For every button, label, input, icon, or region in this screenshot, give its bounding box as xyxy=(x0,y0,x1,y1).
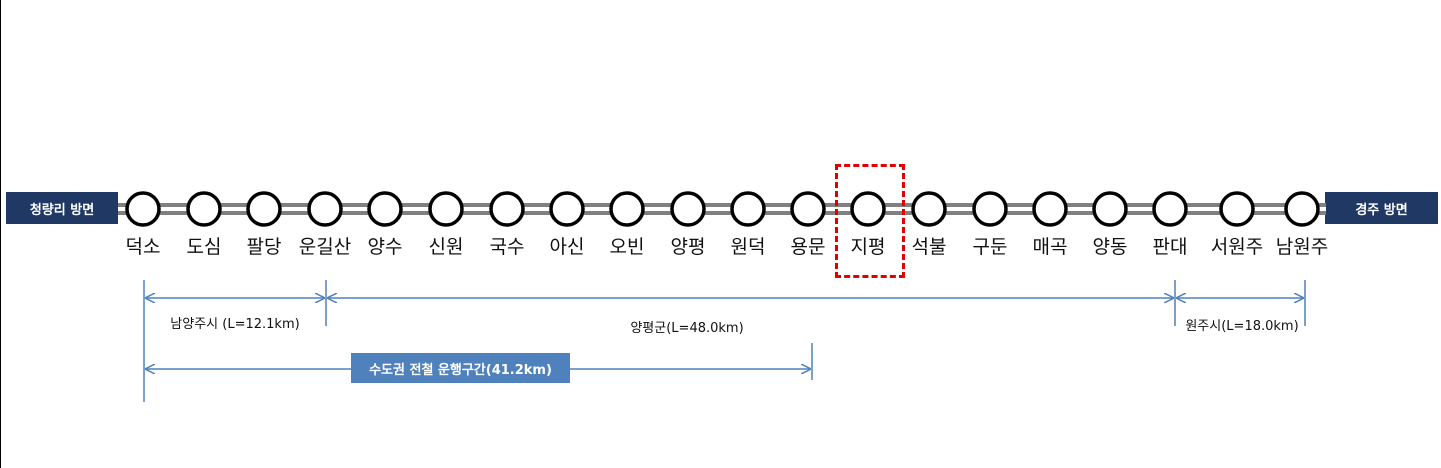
station-circle xyxy=(1152,191,1188,227)
station-circle xyxy=(307,191,343,227)
segment-label-yangpyeong: 양평군(L=48.0km) xyxy=(630,321,744,336)
station-circle xyxy=(1092,191,1128,227)
station-circle xyxy=(428,191,464,227)
station-label: 오빈 xyxy=(609,236,645,258)
station-circle xyxy=(972,191,1008,227)
station-label: 덕소 xyxy=(125,236,161,258)
station-label: 남원주 xyxy=(1275,236,1329,258)
direction-label-cheongnyangni: 청량리 방면 xyxy=(6,192,118,224)
station-label: 지평 xyxy=(850,236,886,258)
station-circle xyxy=(911,191,947,227)
highlight-jipyeong-box xyxy=(835,164,905,278)
station-circle xyxy=(186,191,222,227)
station-circle xyxy=(246,191,282,227)
left-border xyxy=(0,0,1,468)
station-circle xyxy=(730,191,766,227)
station-circle xyxy=(609,191,645,227)
station-circle xyxy=(850,191,886,227)
station-circle xyxy=(549,191,585,227)
station-markers xyxy=(125,191,1320,227)
station-circle xyxy=(125,191,161,227)
station-circle xyxy=(1219,191,1255,227)
station-label: 양수 xyxy=(367,236,403,258)
station-label: 매곡 xyxy=(1032,236,1068,258)
station-label: 신원 xyxy=(428,236,464,258)
station-label: 판대 xyxy=(1152,236,1188,258)
station-circle xyxy=(489,191,525,227)
station-label: 운길산 xyxy=(298,236,352,258)
station-label: 아신 xyxy=(549,236,585,258)
station-circle xyxy=(1284,191,1320,227)
track-center xyxy=(118,207,1326,211)
station-label: 팔당 xyxy=(246,236,282,258)
station-circle xyxy=(1032,191,1068,227)
segment-label-wonju: 원주시(L=18.0km) xyxy=(1185,319,1299,334)
station-circle xyxy=(367,191,403,227)
station-label: 원덕 xyxy=(730,236,766,258)
station-label: 양평 xyxy=(670,236,706,258)
station-label: 구둔 xyxy=(972,236,1008,258)
station-label: 석불 xyxy=(911,236,947,258)
direction-label-gyeongju: 경주 방면 xyxy=(1325,192,1438,224)
metro-section-callout: 수도권 전철 운행구간(41.2km) xyxy=(351,353,570,383)
station-circle xyxy=(670,191,706,227)
segment-label-namyangju: 남양주시 (L=12.1km) xyxy=(170,317,300,332)
station-label: 서원주 xyxy=(1210,236,1264,258)
station-label: 국수 xyxy=(489,236,525,258)
station-label: 도심 xyxy=(186,236,222,258)
station-label: 양동 xyxy=(1092,236,1128,258)
station-circle xyxy=(790,191,826,227)
station-label: 용문 xyxy=(790,236,826,258)
